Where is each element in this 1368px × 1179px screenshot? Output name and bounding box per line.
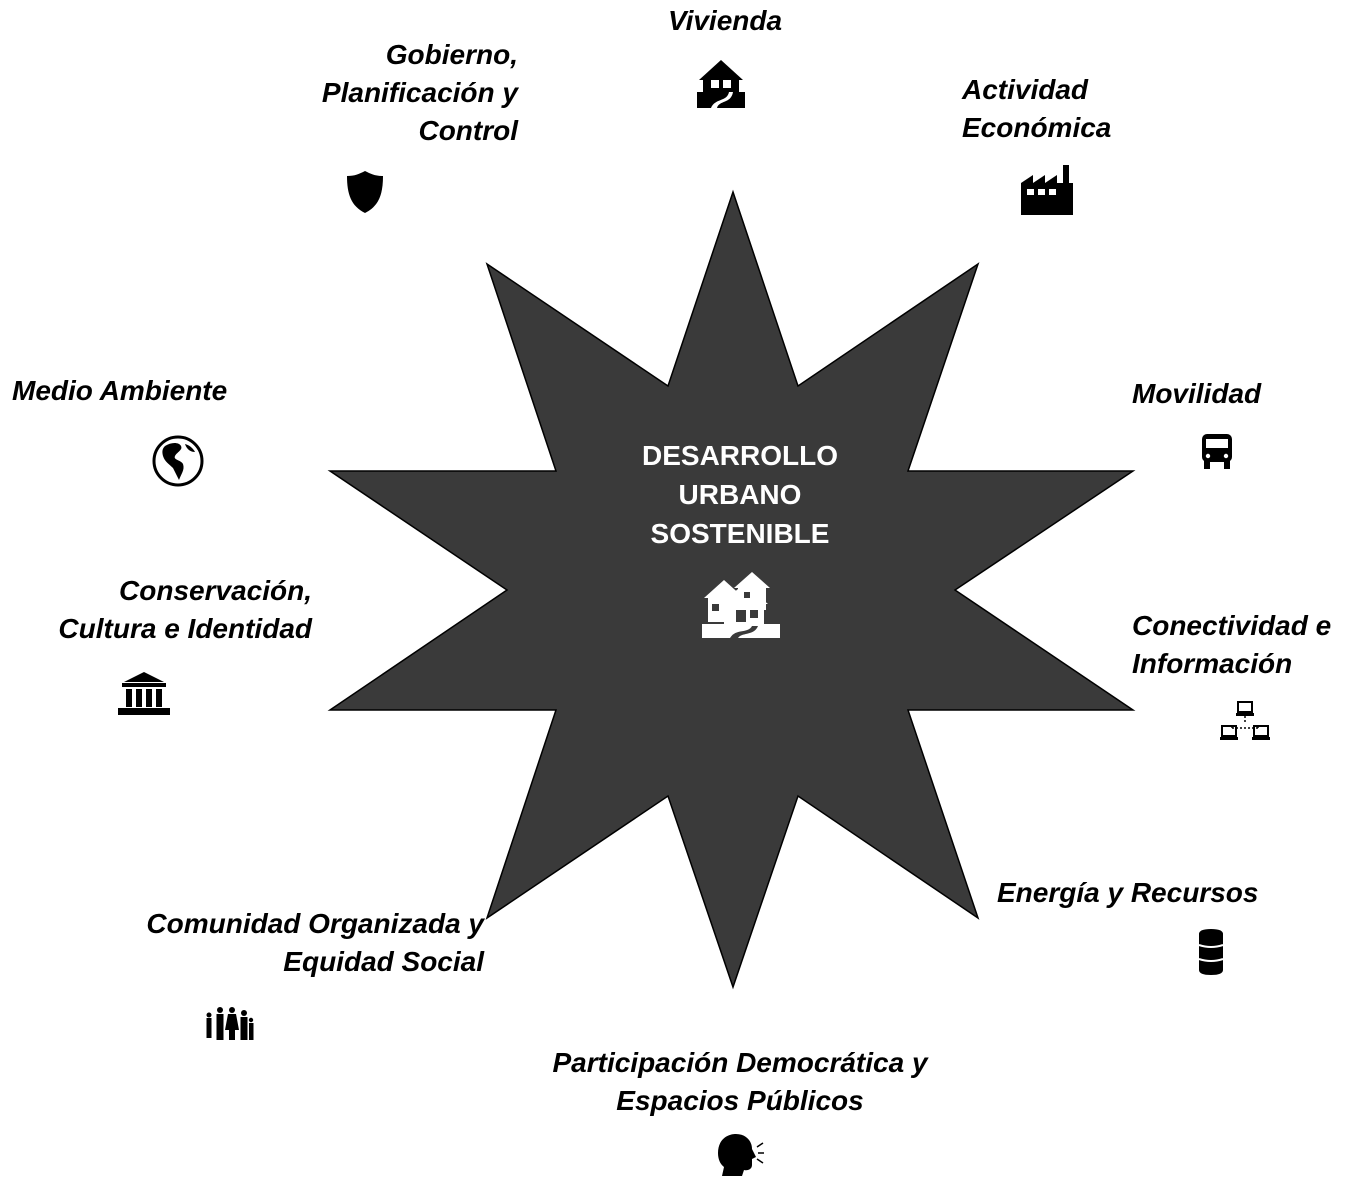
node-gobierno-label: Gobierno, Planificación y Control: [222, 36, 518, 150]
shield-icon: [347, 171, 383, 213]
node-label-line: Planificación y: [321, 77, 518, 108]
node-vivienda-label: Vivienda: [660, 2, 790, 40]
node-label-line: Conservación,: [119, 575, 312, 606]
node-conservacion-label: Conservación, Cultura e Identidad: [22, 572, 312, 648]
museum-icon: [118, 672, 170, 715]
node-label-line: Control: [418, 115, 518, 146]
center-title-line: SOSTENIBLE: [650, 518, 830, 549]
node-medio-label: Medio Ambiente: [12, 372, 227, 410]
node-energia-label: Energía y Recursos: [997, 874, 1258, 912]
speaking-head-icon: [718, 1134, 764, 1176]
node-conectividad-label: Conectividad e Información: [1132, 607, 1331, 683]
house-icon: [697, 60, 745, 108]
node-label-line: Conectividad e: [1132, 610, 1332, 641]
node-label-line: Movilidad: [1132, 378, 1262, 409]
node-label-line: Participación Democrática y: [552, 1047, 928, 1078]
node-label-line: Información: [1132, 648, 1293, 679]
bus-icon: [1202, 434, 1232, 469]
network-icon: [1220, 701, 1270, 740]
node-movilidad-label: Movilidad: [1132, 375, 1261, 413]
globe-icon: [152, 435, 204, 487]
node-label-line: Cultura e Identidad: [58, 613, 312, 644]
barrel-icon: [1198, 929, 1224, 975]
node-comunidad-label: Comunidad Organizada y Equidad Social: [96, 905, 484, 981]
node-label-line: Actividad: [962, 74, 1089, 105]
node-label-line: Comunidad Organizada y: [146, 908, 484, 939]
center-title: DESARROLLO URBANO SOSTENIBLE: [560, 436, 920, 553]
family-icon: [206, 1007, 254, 1040]
node-actividad-label: Actividad Económica: [962, 71, 1111, 147]
node-label-line: Energía y Recursos: [997, 877, 1259, 908]
node-participacion-label: Participación Democrática y Espacios Púb…: [490, 1044, 990, 1120]
houses-icon: [702, 572, 780, 638]
node-label-line: Espacios Públicos: [616, 1085, 864, 1116]
node-label-line: Vivienda: [667, 5, 783, 36]
factory-icon: [1021, 165, 1073, 215]
center-title-line: DESARROLLO: [642, 440, 838, 471]
center-title-line: URBANO: [678, 479, 802, 510]
node-label-line: Medio Ambiente: [12, 375, 228, 406]
node-label-line: Gobierno,: [385, 39, 518, 70]
node-label-line: Económica: [962, 112, 1112, 143]
node-label-line: Equidad Social: [283, 946, 484, 977]
